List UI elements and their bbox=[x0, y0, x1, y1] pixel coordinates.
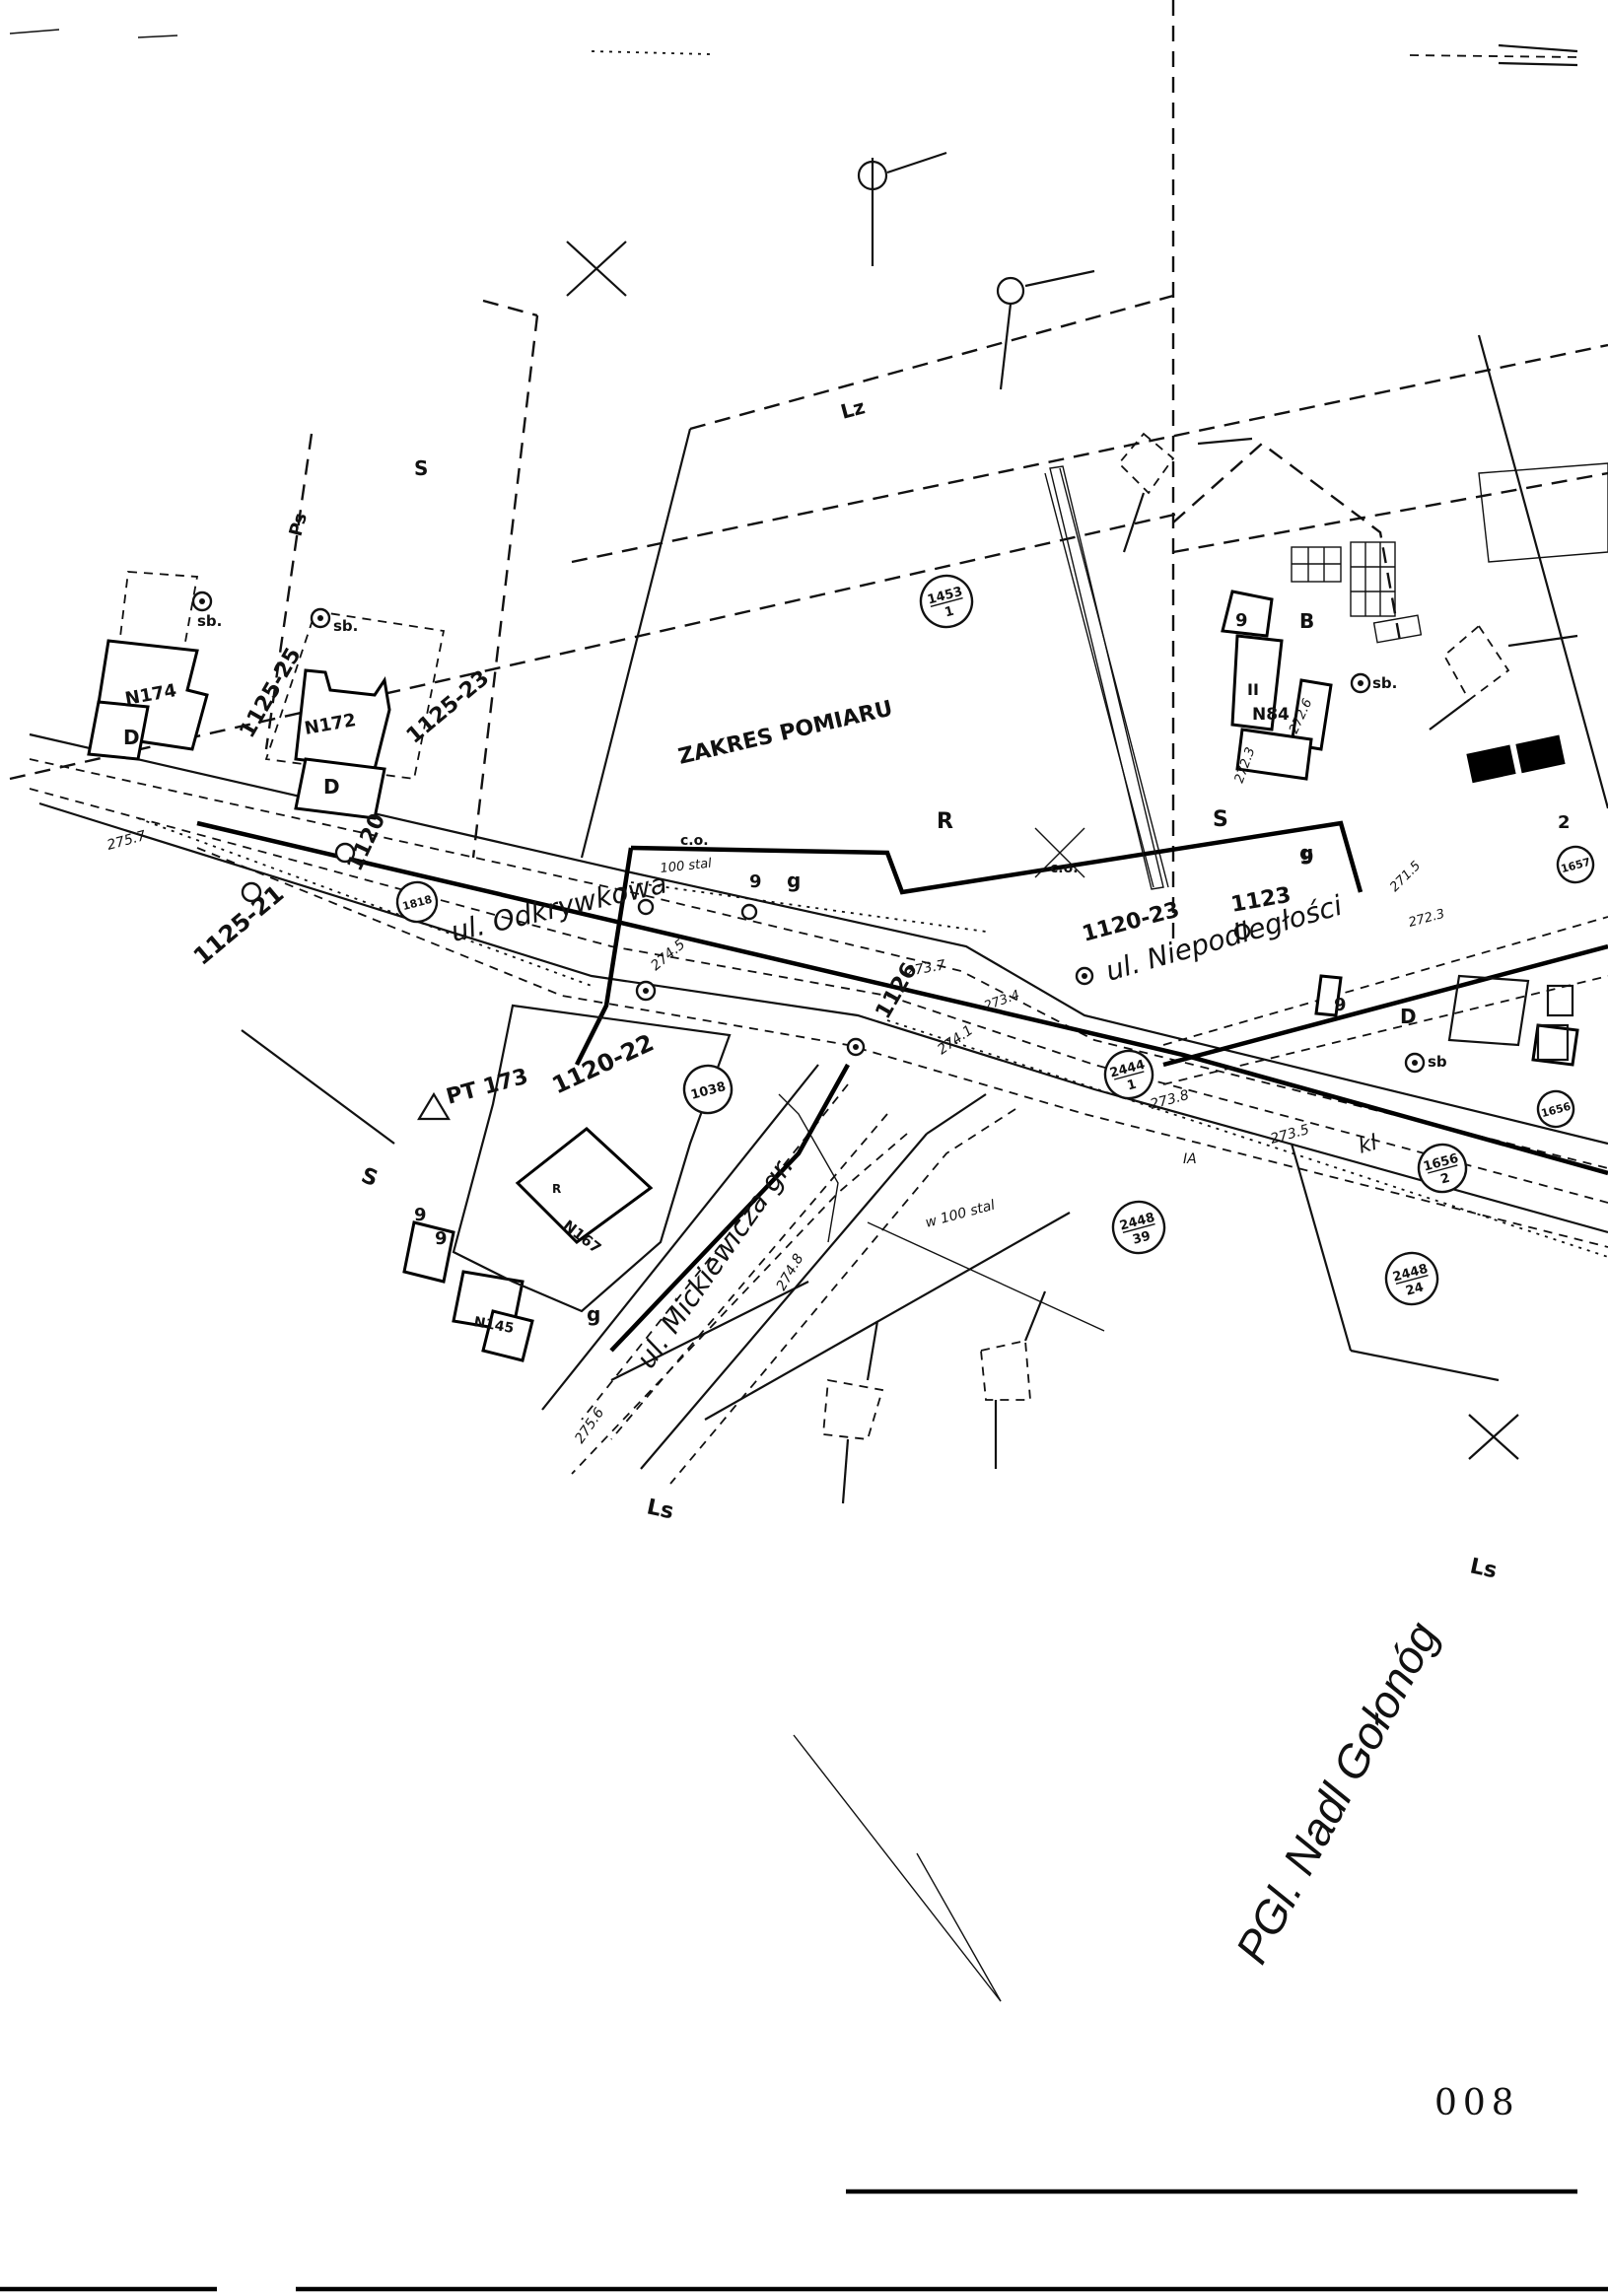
elevation-1: 275.7 bbox=[105, 828, 148, 854]
parcel-denominator: 1 bbox=[944, 604, 956, 621]
mark-ia: IA bbox=[1183, 1151, 1197, 1167]
land-use-d-right: D bbox=[1400, 1005, 1417, 1028]
canal-strip bbox=[1049, 465, 1164, 890]
pipe-steel-100: 100 stal bbox=[660, 857, 713, 876]
scan-edges bbox=[0, 29, 1608, 2292]
land-use-ls-right: Ls bbox=[1468, 1554, 1500, 1583]
triangulation-triangle bbox=[417, 1091, 451, 1121]
mark-two: 2 bbox=[1558, 812, 1571, 833]
mark-nine-3: 9 bbox=[414, 1205, 427, 1225]
land-use-d-mid: D bbox=[323, 775, 340, 799]
gas-line-label-3: g bbox=[587, 1302, 600, 1326]
parcel-circle bbox=[1536, 1089, 1575, 1129]
road-code-1125-21: 1125-21 bbox=[188, 879, 289, 970]
elevation-3: 273.7 bbox=[905, 957, 946, 980]
elevation-5: 273.8 bbox=[1149, 1087, 1191, 1113]
land-use-r: R bbox=[937, 809, 953, 834]
elevation-7: 274.8 bbox=[774, 1251, 807, 1293]
land-use-s-mid: S bbox=[1213, 807, 1228, 832]
parcel-circle bbox=[395, 880, 439, 924]
land-use-s-left: S bbox=[358, 1163, 381, 1192]
street-main-corridor bbox=[29, 732, 1608, 1258]
street-mickiewicza-label: ul. Mickiewicza gr. bbox=[630, 1150, 801, 1374]
parcel-denominator: 24 bbox=[1404, 1281, 1425, 1299]
mark-nine-6: 9 bbox=[1301, 847, 1314, 868]
survey-range-boundary bbox=[9, 0, 1608, 946]
pipe-w-100: w 100 stal bbox=[924, 1198, 997, 1231]
parcel-circle bbox=[1417, 1143, 1468, 1194]
land-use-d-left: D bbox=[123, 726, 140, 749]
land-use-ps: Ps bbox=[286, 511, 312, 538]
parcel-1656b: 1656 bbox=[1536, 1089, 1575, 1129]
street-mickiewicza-corridor bbox=[541, 1063, 1016, 1485]
mark-r-small: R bbox=[552, 1182, 561, 1196]
elevation-11: 271.5 bbox=[1387, 859, 1424, 895]
parcel-1818: 1818 bbox=[395, 880, 439, 924]
point-pt-label: PT 173 bbox=[444, 1065, 530, 1110]
parcel-1657: 1657 bbox=[1556, 845, 1595, 884]
gas-line-label-1: g bbox=[787, 869, 801, 892]
parcel-denominator: 39 bbox=[1131, 1229, 1152, 1248]
parcel-circle bbox=[1111, 1200, 1166, 1255]
land-use-s-top: S bbox=[414, 456, 428, 480]
parcel-circle bbox=[682, 1064, 734, 1115]
page-number: 008 bbox=[1434, 2083, 1520, 2123]
mark-nine-4: 9 bbox=[435, 1228, 448, 1249]
mark-sb-4: sb bbox=[1428, 1053, 1447, 1071]
grid-plots bbox=[1291, 541, 1574, 1062]
parcel-boundaries bbox=[241, 334, 1608, 1421]
parcel-1038: 1038 bbox=[682, 1064, 734, 1115]
mark-sb-2: sb. bbox=[333, 617, 358, 635]
pipe-co-2: c.o. bbox=[1050, 861, 1079, 876]
grid-crosses bbox=[566, 241, 1519, 2002]
gas-line-label-2: g bbox=[1299, 841, 1313, 865]
land-use-b: B bbox=[1299, 609, 1314, 633]
mark-nine-1: 9 bbox=[1235, 610, 1248, 631]
building-n145-label: N145 bbox=[472, 1314, 515, 1337]
mark-sb-3: sb. bbox=[1372, 674, 1397, 692]
mark-ii: II bbox=[1247, 680, 1259, 699]
land-use-ls-left: Ls bbox=[645, 1495, 676, 1524]
parcel-circle bbox=[919, 574, 974, 629]
street-niepodleglosci-label: ul. Niepodległości bbox=[1102, 889, 1346, 988]
street-odkrywkowa-label: ul. Odkrywkowa bbox=[448, 867, 669, 947]
heating-pipe-outline bbox=[574, 820, 1363, 1067]
parcel-circle bbox=[1556, 845, 1595, 884]
elevation-12: 272.3 bbox=[1407, 907, 1446, 931]
elevation-4: 274.1 bbox=[935, 1022, 976, 1058]
pipe-co-1: c.o. bbox=[680, 833, 709, 849]
elevation-8: 275.6 bbox=[572, 1405, 607, 1446]
forest-symbols bbox=[822, 151, 1578, 1504]
well-markers bbox=[191, 591, 1426, 1074]
buildings bbox=[87, 462, 1608, 1362]
mark-nine-5: 9 bbox=[749, 871, 762, 892]
road-code-1120-22: 1120-22 bbox=[548, 1029, 659, 1100]
parcel-circle bbox=[1384, 1251, 1439, 1306]
road-code-1125-25: 1125-25 bbox=[236, 644, 307, 742]
land-use-lz: Lz bbox=[838, 394, 868, 423]
parcel-denominator: 1 bbox=[1126, 1078, 1139, 1094]
parcel-circle bbox=[1103, 1049, 1154, 1100]
mark-nine-2: 9 bbox=[1334, 995, 1347, 1015]
map-labels: ZAKRES POMIARU ul. Odkrywkowa ul. Niepod… bbox=[105, 394, 1571, 2123]
land-use-kl: kl bbox=[1356, 1131, 1380, 1159]
handwritten-annotation: PGl. Nadl Gołonóg bbox=[1225, 1613, 1448, 1971]
building-n84-label: N84 bbox=[1252, 705, 1290, 725]
survey-range-label: ZAKRES POMIARU bbox=[676, 696, 895, 769]
mark-sb-1: sb. bbox=[197, 612, 222, 630]
elevation-2: 274.5 bbox=[648, 937, 688, 974]
parcel-denominator: 2 bbox=[1439, 1171, 1452, 1188]
